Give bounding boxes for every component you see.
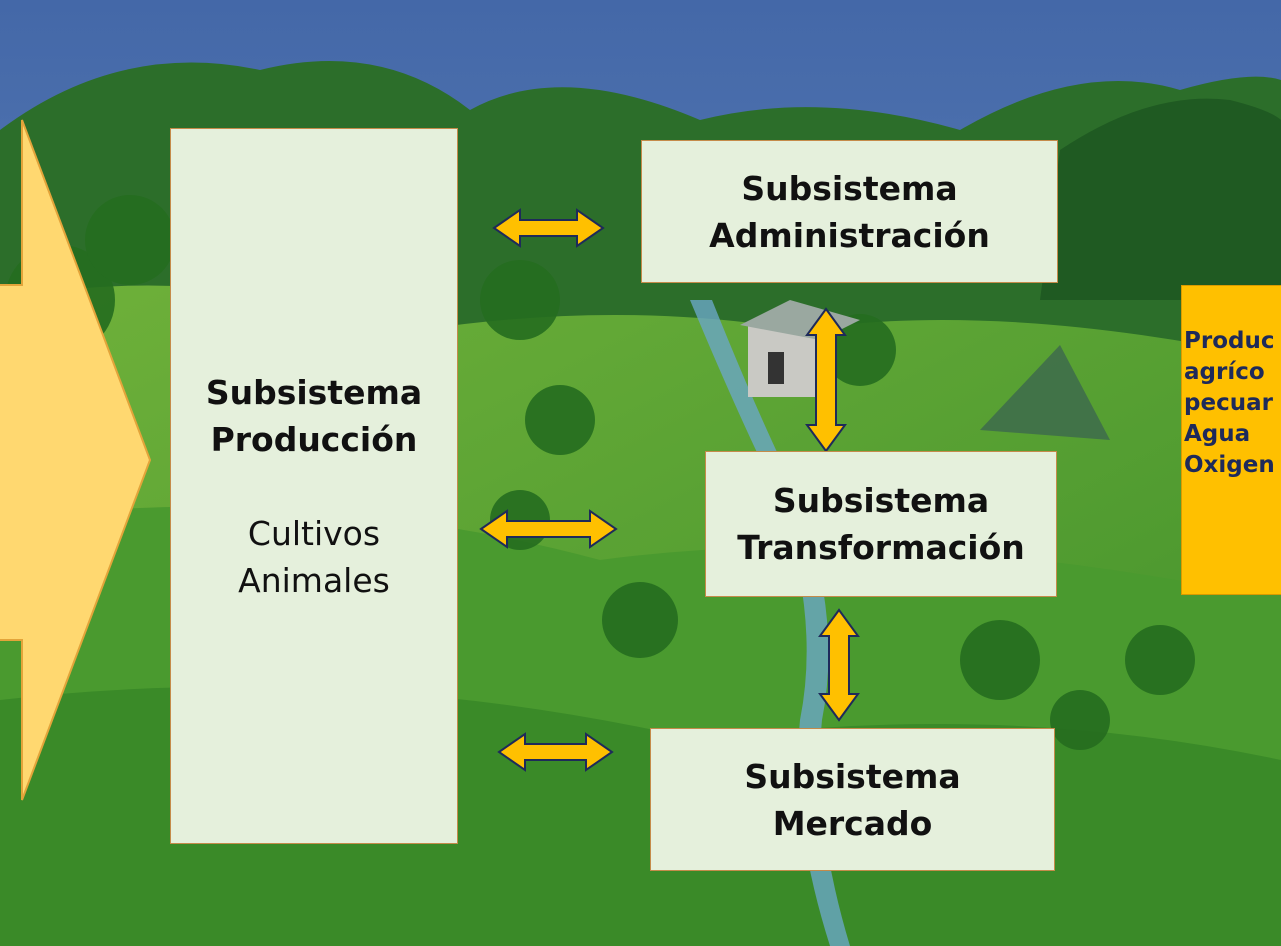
- mercado-title-1: Subsistema: [744, 756, 961, 796]
- administracion-title-2: Administración: [709, 215, 990, 255]
- double-arrow-transformacion-produccion: [479, 509, 618, 549]
- subsistema-administracion-box: Subsistema Administración: [641, 140, 1058, 283]
- administracion-title-1: Subsistema: [741, 168, 958, 208]
- product-line: Oxigen: [1184, 452, 1275, 478]
- produccion-title-2: Producción: [210, 419, 418, 459]
- produccion-title-1: Subsistema: [205, 372, 423, 412]
- double-arrow-admin-produccion: [492, 208, 605, 248]
- products-output-box: Produc agríco pecuar Agua Oxigen: [1181, 285, 1281, 595]
- barn-icon: [980, 345, 1110, 440]
- double-arrow-mercado-produccion: [497, 732, 614, 772]
- subsistema-mercado-box: Subsistema Mercado: [650, 728, 1055, 871]
- transformacion-title-2: Transformación: [737, 528, 1025, 567]
- product-line: Agua: [1184, 421, 1251, 447]
- product-line: Produc: [1184, 328, 1275, 354]
- product-line: agríco: [1184, 359, 1265, 385]
- mercado-title-2: Mercado: [772, 803, 933, 843]
- subsistema-transformacion-box: Subsistema Transformación: [705, 451, 1057, 597]
- produccion-item-cultivos: Cultivos: [247, 513, 381, 553]
- product-line: pecuar: [1184, 390, 1273, 416]
- input-arrow: [0, 119, 152, 801]
- subsistema-produccion-box: Subsistema Producción Cultivos Animales: [170, 128, 458, 844]
- transformacion-title-1: Subsistema: [772, 481, 990, 520]
- double-arrow-transformacion-mercado: [818, 608, 860, 722]
- produccion-item-animales: Animales: [238, 560, 390, 600]
